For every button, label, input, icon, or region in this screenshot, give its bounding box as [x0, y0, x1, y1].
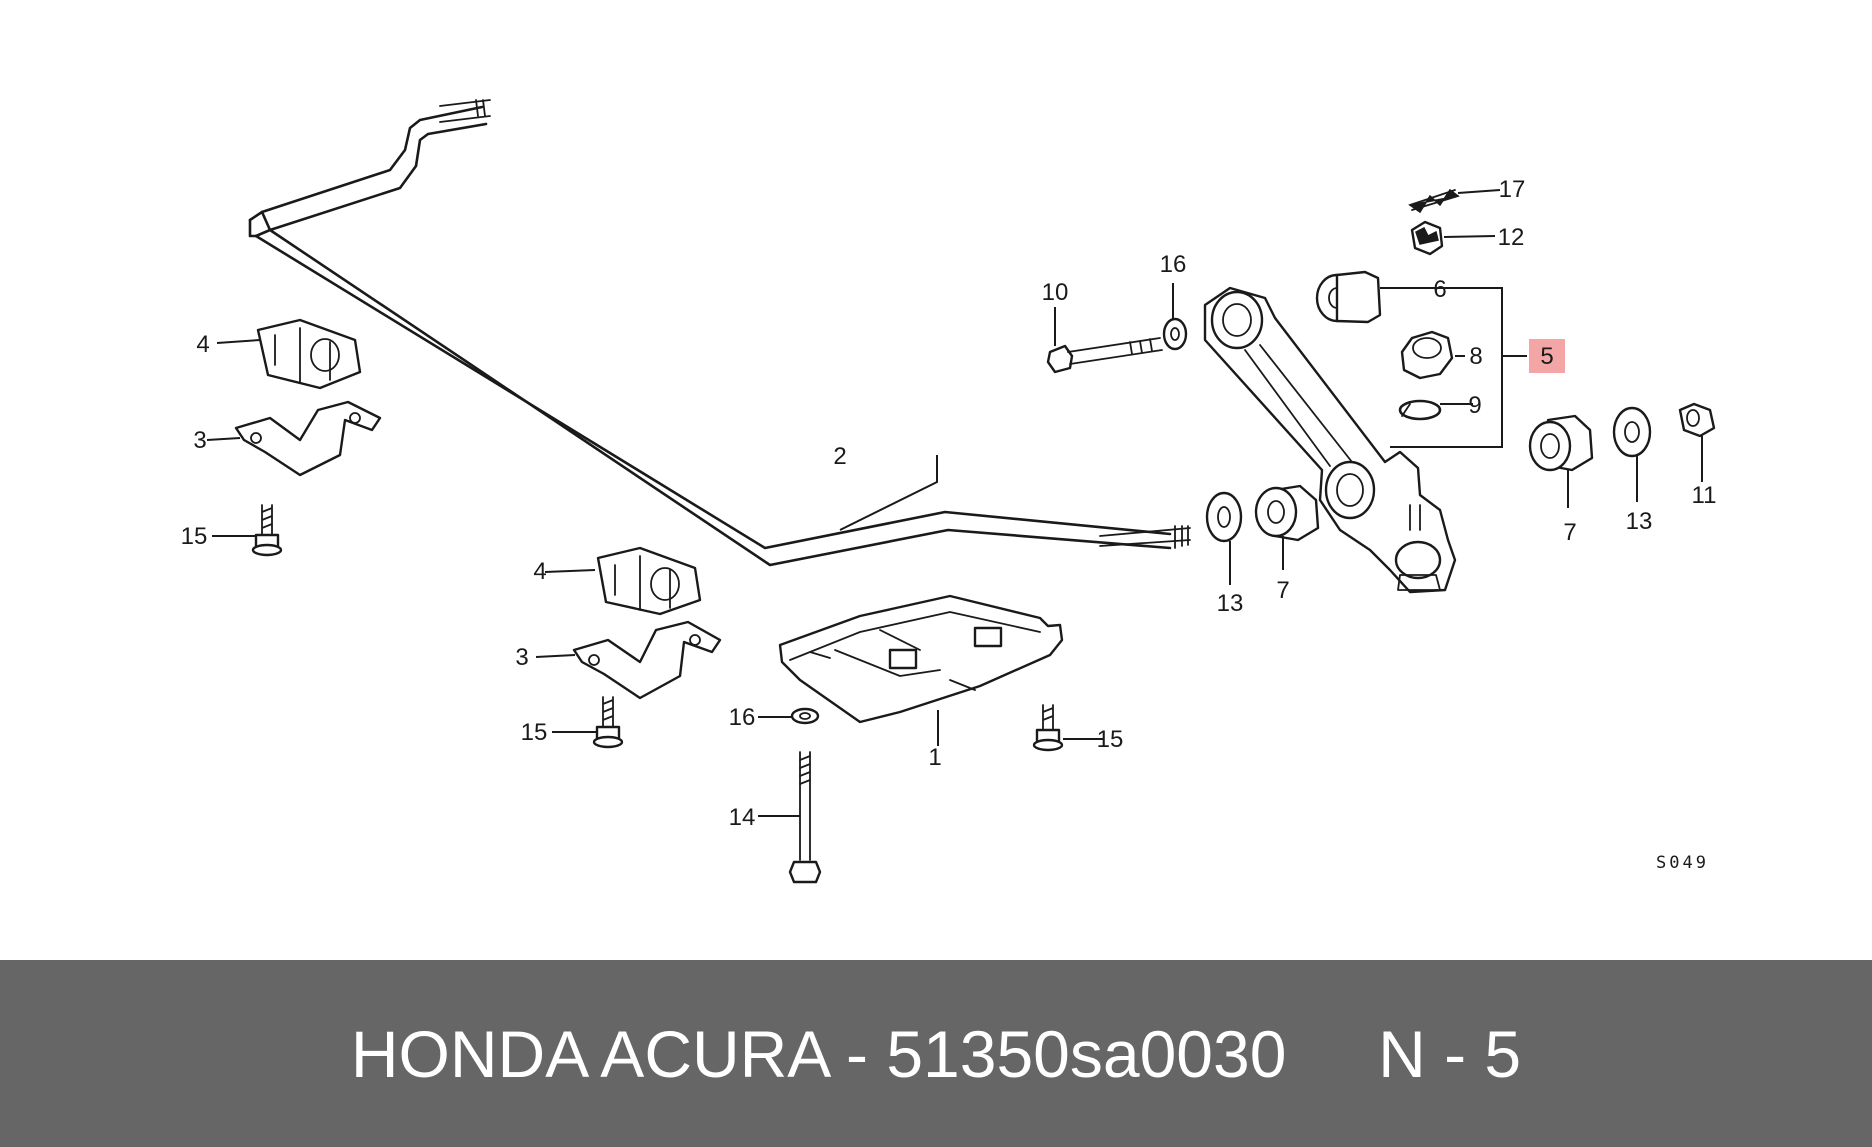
collar-washer-left: [1205, 491, 1243, 543]
diagram-code: S049: [1656, 853, 1709, 873]
washer-upper: [1162, 317, 1188, 351]
stabilizer-bar: [248, 99, 1191, 567]
lower-control-arm: [1203, 286, 1457, 594]
callout-11: 11: [1692, 482, 1717, 509]
callout-7-left: 7: [1276, 577, 1289, 604]
flange-bolt-center: [592, 696, 624, 749]
callout-13-right: 13: [1626, 508, 1653, 535]
washer-center-hole: [799, 712, 811, 720]
compliance-bushing-left: [1254, 484, 1320, 542]
callout-5: 5: [1540, 343, 1553, 370]
ball-joint-boot: [1400, 330, 1454, 380]
callout-12: 12: [1498, 224, 1525, 251]
circlip: [1398, 399, 1442, 421]
callout-4-left: 4: [196, 331, 209, 358]
washer-center: [790, 707, 820, 725]
callout-17: 17: [1499, 176, 1526, 203]
castle-nut: [1410, 220, 1444, 256]
callout-15-left: 15: [181, 523, 208, 550]
assembly-bracket: [1380, 287, 1527, 448]
callout-15-center: 15: [521, 719, 548, 746]
callout-10: 10: [1042, 279, 1069, 306]
callout-1: 1: [928, 744, 941, 771]
parts-diagram: 1 2 3 3 4 4 5 6 7 7 8 9 10 11 12 13 13 1…: [181, 99, 1717, 884]
callout-9: 9: [1468, 392, 1481, 419]
collar-washer-right: [1612, 406, 1652, 458]
leader-lines: [206, 189, 1703, 817]
callout-3-center: 3: [515, 644, 528, 671]
arm-bushing-6: [1315, 270, 1382, 324]
stabilizer-bushing-center: [596, 546, 702, 616]
callout-16-upper: 16: [1160, 251, 1187, 278]
stabilizer-bushing-left: [256, 318, 362, 390]
callout-4-center: 4: [533, 558, 546, 585]
callout-6: 6: [1433, 276, 1446, 303]
arm-bolt: [1046, 337, 1163, 374]
cotter-pin: [1408, 188, 1460, 214]
flange-bolt-left: [251, 504, 283, 557]
compliance-bushing-right: [1528, 414, 1594, 472]
callout-2: 2: [833, 443, 846, 470]
callout-8: 8: [1469, 343, 1482, 370]
banner-title: HONDA ACURA - 51350sa0030 N - 5: [350, 1016, 1522, 1091]
self-locking-nut: [1678, 402, 1716, 438]
callout-14: 14: [729, 804, 756, 831]
part-number-banner: HONDA ACURA - 51350sa0030 N - 5: [0, 960, 1872, 1147]
bushing-holder-left: [234, 400, 382, 477]
callout-15-right: 15: [1097, 726, 1124, 753]
callout-3-left: 3: [193, 427, 206, 454]
long-bolt: [788, 751, 822, 884]
mounting-plate: [778, 594, 1064, 724]
callout-16-center: 16: [729, 704, 756, 731]
callout-13-left: 13: [1217, 590, 1244, 617]
callout-7-right: 7: [1563, 519, 1576, 546]
highlight-box-5: [1529, 339, 1565, 373]
flange-bolt-right: [1032, 704, 1064, 752]
bushing-holder-center: [572, 620, 722, 700]
